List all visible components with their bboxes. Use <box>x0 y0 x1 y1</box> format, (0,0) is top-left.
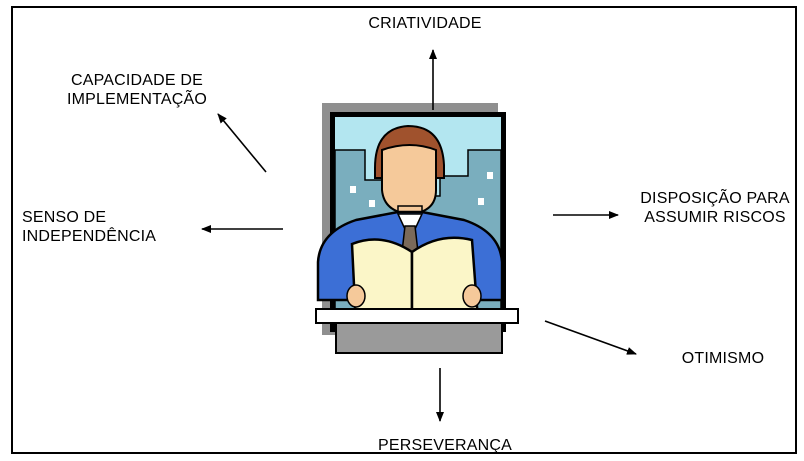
label-perseveranca: PERSEVERANÇA <box>378 437 512 454</box>
label-capacidade-implementacao: CAPACIDADE DE IMPLEMENTAÇÃO <box>66 72 208 108</box>
arrow-top-left <box>217 113 267 173</box>
label-otimismo: OTIMISMO <box>681 350 765 367</box>
label-criatividade: CRIATIVIDADE <box>368 15 482 32</box>
label-senso-independencia: SENSO DE INDEPENDÊNCIA <box>22 209 157 245</box>
label-disposicao-riscos: DISPOSIÇÃO PARA ASSUMIR RISCOS <box>640 190 790 226</box>
arrow-bottom-right <box>544 320 637 355</box>
